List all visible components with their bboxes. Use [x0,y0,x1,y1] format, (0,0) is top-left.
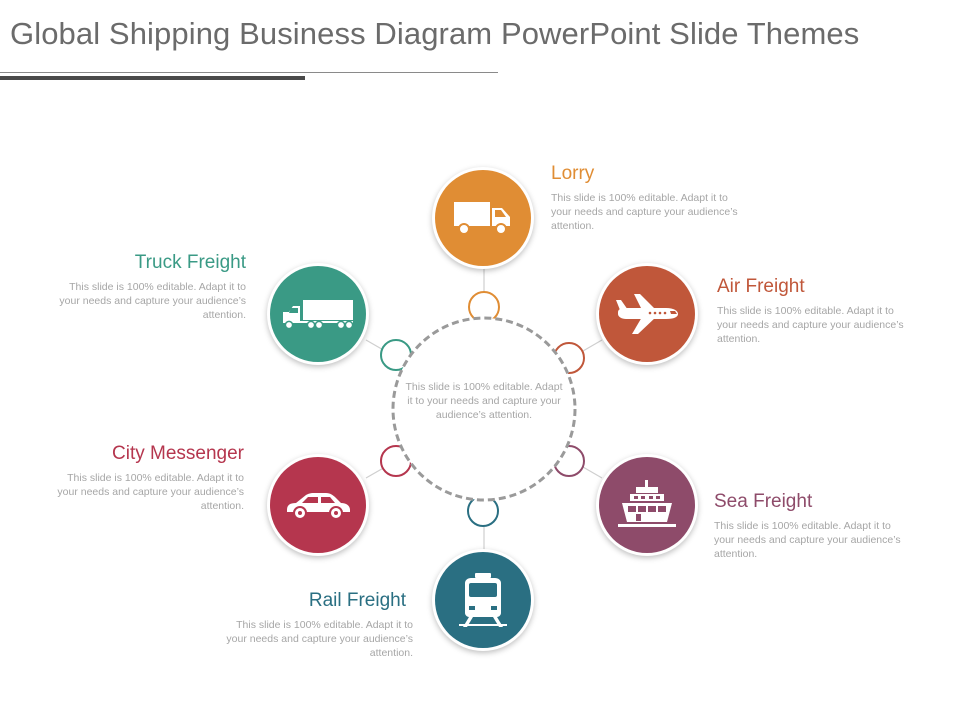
description-city-messenger: This slide is 100% editable. Adapt it to… [57,472,244,512]
label-air-freight: Air Freight [717,276,805,297]
train-icon [459,573,507,627]
label-sea-freight: Sea Freight [714,491,813,512]
description-rail-freight: This slide is 100% editable. Adapt it to… [226,619,413,659]
node-rail-freight [435,552,531,648]
description-truck-freight: This slide is 100% editable. Adapt it to… [59,281,246,321]
car-icon [287,493,350,520]
slide-title: Global Shipping Business Diagram PowerPo… [10,16,860,51]
label-rail-freight: Rail Freight [308,590,406,611]
description-lorry: This slide is 100% editable. Adapt it to… [551,192,738,232]
node-sea-freight [599,457,695,553]
connector-ring-lorry [468,291,500,323]
description-sea-freight: This slide is 100% editable. Adapt it to… [714,520,901,560]
node-lorry [435,170,531,266]
node-city-messenger [270,457,366,553]
delivery-truck-icon [454,202,510,235]
ship-icon [618,480,676,527]
node-truck-freight [270,266,366,362]
label-truck-freight: Truck Freight [134,252,246,273]
node-air-freight [599,266,695,362]
center-description: This slide is 100% editable. Adapt it to… [405,381,563,421]
semi-truck-icon [283,300,354,330]
title-underline-thick [0,76,305,80]
label-city-messenger: City Messenger [112,443,244,464]
title-underline-thin [0,72,498,73]
label-lorry: Lorry [551,163,595,184]
description-air-freight: This slide is 100% editable. Adapt it to… [717,305,904,345]
center-dashed-ring [391,316,577,502]
airplane-icon [616,294,678,334]
